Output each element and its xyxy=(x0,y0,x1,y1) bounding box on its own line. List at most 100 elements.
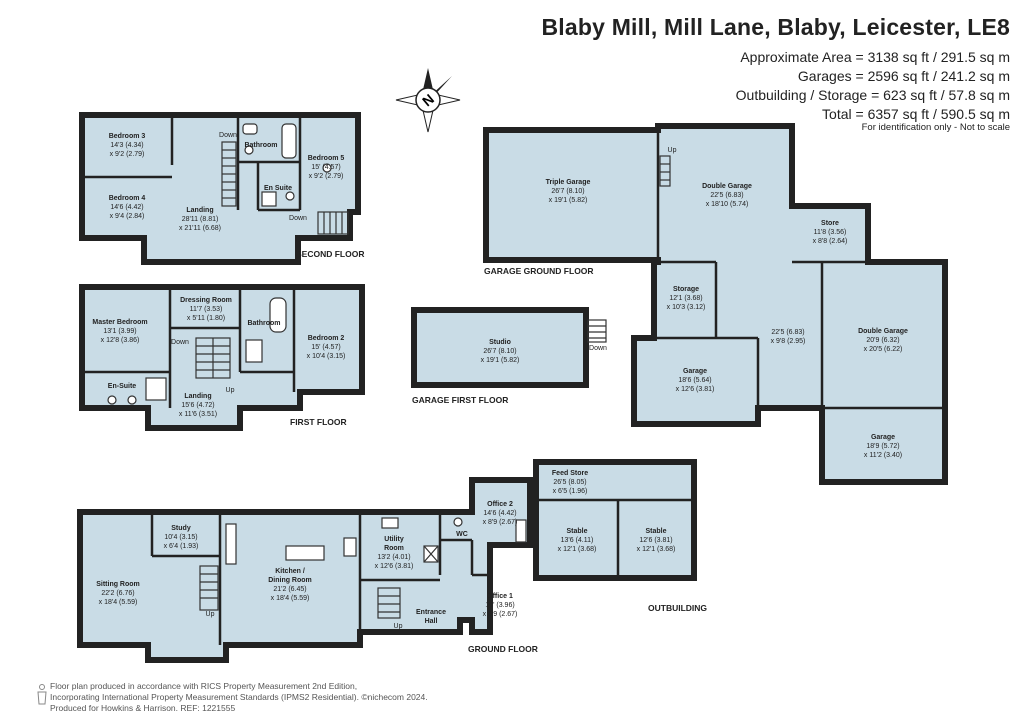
svg-text:Stable: Stable xyxy=(566,528,587,535)
feed-name: Feed Store xyxy=(552,470,588,477)
bedroom2-dim1: 15' (4.57) xyxy=(311,344,340,351)
svg-text:x 12'8 (3.86): x 12'8 (3.86) xyxy=(101,337,140,344)
landing2-dim2: x 21'11 (6.68) xyxy=(179,225,221,232)
svg-text:x 18'4 (5.59): x 18'4 (5.59) xyxy=(271,595,310,602)
svg-text:22'5 (6.83): 22'5 (6.83) xyxy=(771,329,804,336)
area-line: Approximate Area = 3138 sq ft / 291.5 sq… xyxy=(740,49,1010,65)
ground-floor-label: GROUND FLOOR xyxy=(468,644,538,654)
svg-text:Stable: Stable xyxy=(645,528,666,535)
person-icon xyxy=(37,684,47,705)
svg-text:15'6 (4.72): 15'6 (4.72) xyxy=(181,402,214,409)
svg-text:Bathroom: Bathroom xyxy=(244,142,277,149)
store-dim2: x 8'8 (2.64) xyxy=(813,238,848,245)
bedroom2-name: Bedroom 2 xyxy=(308,335,345,342)
office2-dim1: 14'6 (4.42) xyxy=(483,510,516,517)
svg-text:x 6'4 (1.93): x 6'4 (1.93) xyxy=(164,543,199,550)
stair-up-label: Up xyxy=(394,623,403,630)
footer-line: Incorporating International Property Mea… xyxy=(50,692,428,702)
ensuite2-name: En Suite xyxy=(264,185,292,192)
svg-text:Study: Study xyxy=(171,525,191,532)
svg-text:Up: Up xyxy=(226,387,235,394)
svg-text:15' (4.57): 15' (4.57) xyxy=(311,344,340,351)
bedroom4-name: Bedroom 4 xyxy=(109,195,146,202)
footer: Floor plan produced in accordance with R… xyxy=(50,681,428,714)
svg-text:Entrance: Entrance xyxy=(416,609,446,616)
kitchen-dim1: 21'2 (6.45) xyxy=(273,586,306,593)
svg-text:Dining Room: Dining Room xyxy=(268,577,312,584)
svg-text:14'6 (4.42): 14'6 (4.42) xyxy=(483,510,516,517)
svg-text:12'6 (3.81): 12'6 (3.81) xyxy=(639,537,672,544)
stair-up-label: Up xyxy=(226,387,235,394)
svg-text:Bedroom 4: Bedroom 4 xyxy=(109,195,146,202)
stable2-dim1: 12'6 (3.81) xyxy=(639,537,672,544)
svg-text:x 20'5 (6.22): x 20'5 (6.22) xyxy=(864,346,903,353)
footer-line: Floor plan produced in accordance with R… xyxy=(50,681,358,691)
study-dim1: 10'4 (3.15) xyxy=(164,534,197,541)
svg-text:x 11'2 (3.40): x 11'2 (3.40) xyxy=(864,452,902,459)
store-name: Store xyxy=(821,220,839,227)
stable1-dim2: x 12'1 (3.68) xyxy=(558,546,597,553)
area-summary: Approximate Area = 3138 sq ft / 291.5 sq… xyxy=(736,48,1010,124)
double1-name: Double Garage xyxy=(702,183,752,190)
svg-text:Kitchen /: Kitchen / xyxy=(275,568,305,575)
svg-text:14'6 (4.42): 14'6 (4.42) xyxy=(110,204,143,211)
stair-up-label: Up xyxy=(206,611,215,618)
office1-dim2: x 8'9 (2.67) xyxy=(483,611,518,618)
svg-text:22'2 (6.76): 22'2 (6.76) xyxy=(101,590,134,597)
compass-icon: N xyxy=(395,68,461,133)
garage-ground-floor-label: GARAGE GROUND FLOOR xyxy=(484,266,594,276)
master-name: Master Bedroom xyxy=(92,319,147,326)
svg-text:Down: Down xyxy=(171,339,189,346)
stair-up-label: Up xyxy=(668,147,677,154)
double2-dim1: 20'9 (6.32) xyxy=(866,337,899,344)
svg-text:26'7 (8.10): 26'7 (8.10) xyxy=(483,348,516,355)
master-dim2: x 12'8 (3.86) xyxy=(101,337,140,344)
svg-text:Room: Room xyxy=(384,545,404,552)
svg-text:10'4 (3.15): 10'4 (3.15) xyxy=(164,534,197,541)
svg-text:13' (3.96): 13' (3.96) xyxy=(485,602,514,609)
bedroom2-dim2: x 10'4 (3.15) xyxy=(307,353,346,360)
stair-down-label: Down xyxy=(289,215,307,222)
svg-text:x 18'10 (5.74): x 18'10 (5.74) xyxy=(706,201,749,208)
svg-text:26'5 (8.05): 26'5 (8.05) xyxy=(553,479,586,486)
storage-dim1: 12'1 (3.68) xyxy=(669,295,702,302)
svg-text:x 12'6 (3.81): x 12'6 (3.81) xyxy=(375,563,414,570)
area-line: Total = 6357 sq ft / 590.5 sq m xyxy=(822,106,1010,122)
storage-dim2: x 10'3 (3.12) xyxy=(667,304,706,311)
svg-text:Store: Store xyxy=(821,220,839,227)
svg-text:GARAGE GROUND FLOOR: GARAGE GROUND FLOOR xyxy=(484,266,594,276)
second-floor-label: SECOND FLOOR xyxy=(296,249,364,259)
sitting-dim2: x 18'4 (5.59) xyxy=(99,599,138,606)
area-line: Garages = 2596 sq ft / 241.2 sq m xyxy=(797,68,1010,84)
svg-text:Bedroom 3: Bedroom 3 xyxy=(109,133,146,140)
bedroom3-dim2: x 9'2 (2.79) xyxy=(110,151,145,158)
svg-text:FIRST FLOOR: FIRST FLOOR xyxy=(290,417,347,427)
dressing-dim2: x 5'11 (1.80) xyxy=(187,315,225,322)
svg-text:13'6 (4.11): 13'6 (4.11) xyxy=(561,537,594,544)
svg-text:x 9'8 (2.95): x 9'8 (2.95) xyxy=(771,338,806,345)
stair-down-label: Down xyxy=(171,339,189,346)
svg-text:12'1 (3.68): 12'1 (3.68) xyxy=(669,295,702,302)
studio-dim1: 26'7 (8.10) xyxy=(483,348,516,355)
first-floor-label: FIRST FLOOR xyxy=(290,417,347,427)
bedroom4-dim2: x 9'4 (2.84) xyxy=(110,213,145,220)
svg-text:x 21'11 (6.68): x 21'11 (6.68) xyxy=(179,225,221,232)
landing2-name: Landing xyxy=(186,207,213,214)
svg-text:Garage: Garage xyxy=(871,434,895,441)
kitchen-dim2: x 18'4 (5.59) xyxy=(271,595,310,602)
svg-text:Landing: Landing xyxy=(184,393,211,400)
svg-text:x 8'9 (2.67): x 8'9 (2.67) xyxy=(483,611,518,618)
ground-floor-plan: Study 10'4 (3.15) x 6'4 (1.93) Sitting R… xyxy=(77,477,538,663)
sitting-dim1: 22'2 (6.76) xyxy=(101,590,134,597)
studio-name: Studio xyxy=(489,339,511,346)
footer-line: Produced for Howkins & Harrison. REF: 12… xyxy=(50,703,236,713)
svg-text:GARAGE FIRST FLOOR: GARAGE FIRST FLOOR xyxy=(412,395,508,405)
svg-text:OUTBUILDING: OUTBUILDING xyxy=(648,603,707,613)
area-line: Outbuilding / Storage = 623 sq ft / 57.8… xyxy=(735,87,1010,103)
sitting-name: Sitting Room xyxy=(96,581,140,588)
svg-text:Garage: Garage xyxy=(683,368,707,375)
ensuite1-name: En-Suite xyxy=(108,383,136,390)
svg-text:x 11'6 (3.51): x 11'6 (3.51) xyxy=(179,411,217,418)
svg-text:Feed Store: Feed Store xyxy=(552,470,588,477)
